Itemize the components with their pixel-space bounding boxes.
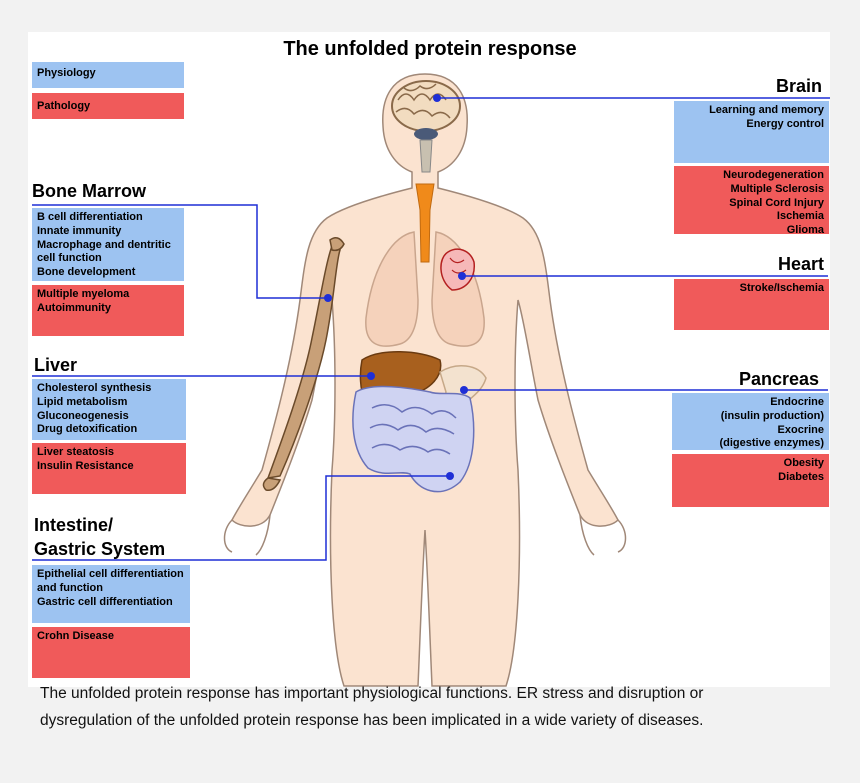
bone-marrow-dot: [324, 294, 332, 302]
pancreas-pathology-item: Diabetes: [778, 470, 824, 483]
brain-pathology-item: Glioma: [786, 224, 824, 237]
intestine-title-line2: Gastric System: [34, 539, 166, 559]
liver-pathology-item: Insulin Resistance: [37, 459, 134, 472]
pancreas-physiology-item: (digestive enzymes): [719, 437, 824, 450]
pancreas-physiology: Endocrine (insulin production) Exocrine …: [672, 393, 829, 450]
pancreas-physiology-item: (insulin production): [720, 409, 824, 422]
heart-pathology-item: Stroke/Ischemia: [739, 282, 824, 294]
pancreas-physiology-item: Exocrine: [777, 423, 824, 436]
brain-physiology-item: Learning and memory: [709, 104, 824, 116]
brain-title: Brain: [776, 76, 823, 96]
intestine-physiology-item: Gastric cell differentiation: [37, 595, 173, 608]
pancreas-physiology-item: Endocrine: [770, 396, 824, 408]
intestine-title-line1: Intestine/: [34, 515, 114, 535]
liver-pathology-item: Liver steatosis: [37, 446, 115, 458]
brain-pathology-item: Neurodegeneration: [723, 169, 824, 181]
liver-physiology-item: Lipid metabolism: [37, 395, 128, 408]
liver-physiology-item: Gluconeogenesis: [37, 409, 129, 422]
legend-pathology-label: Pathology: [37, 100, 91, 112]
bone-marrow-physiology: B cell differentiation Innate immunity M…: [32, 208, 184, 281]
heart-pathology: Stroke/Ischemia: [674, 279, 829, 330]
bone-icon: [262, 237, 345, 492]
brain-icon: [391, 80, 461, 140]
heart-title: Heart: [778, 254, 825, 274]
heart-dot: [458, 272, 466, 280]
caption-line-2: dysregulation of the unfolded protein re…: [40, 712, 704, 729]
intestine-dot: [446, 472, 454, 480]
intestine-connector: [32, 475, 450, 561]
intestine-pathology-item: Crohn Disease: [37, 630, 115, 642]
liver-physiology-item: Cholesterol synthesis: [37, 382, 152, 394]
pancreas-pathology: Obesity Diabetes: [672, 454, 829, 507]
liver-physiology: Cholesterol synthesis Lipid metabolism G…: [32, 379, 186, 440]
bone-marrow-pathology: Multiple myeloma Autoimmunity: [32, 285, 184, 336]
brain-pathology: Neurodegeneration Multiple Sclerosis Spi…: [674, 166, 829, 236]
caption-line-1: The unfolded protein response has import…: [40, 685, 704, 702]
brain-pathology-item: Multiple Sclerosis: [730, 182, 824, 195]
spinal-cord-icon: [419, 139, 433, 173]
intestine-physiology-item: and function: [37, 581, 103, 594]
liver-dot: [367, 372, 375, 380]
bone-marrow-physiology-item: cell function: [37, 252, 102, 265]
brain-pathology-item: Spinal Cord Injury: [729, 196, 824, 209]
connector-lines: [32, 97, 830, 561]
bone-marrow-physiology-item: B cell differentiation: [37, 211, 143, 223]
bone-marrow-connector: [32, 204, 328, 299]
liver-physiology-item: Drug detoxification: [37, 423, 138, 436]
pancreas-pathology-item: Obesity: [783, 457, 824, 469]
legend-physiology-label: Physiology: [37, 67, 96, 79]
bone-marrow-pathology-item: Autoimmunity: [37, 301, 111, 314]
bone-marrow-physiology-item: Bone development: [37, 266, 136, 279]
pancreas-dot: [460, 386, 468, 394]
bone-marrow-title: Bone Marrow: [32, 181, 147, 201]
liver-title: Liver: [34, 355, 78, 375]
intestine-pathology: Crohn Disease: [32, 627, 190, 678]
page-title: The unfolded protein response: [283, 38, 577, 60]
intestine-icon: [352, 385, 475, 493]
bone-marrow-pathology-item: Multiple myeloma: [37, 288, 130, 300]
connector-dots: [324, 94, 468, 480]
legend-physiology: Physiology: [32, 62, 184, 88]
legend-pathology: Pathology: [32, 93, 184, 119]
bone-marrow-physiology-item: Macrophage and dentritic: [37, 238, 171, 251]
intestine-physiology: Epithelial cell differentiation and func…: [32, 565, 190, 623]
brain-physiology: Learning and memory Energy control: [674, 101, 829, 163]
intestine-physiology-item: Epithelial cell differentiation: [37, 568, 184, 580]
bone-marrow-physiology-item: Innate immunity: [37, 224, 122, 237]
brain-dot: [433, 94, 441, 102]
brain-pathology-item: Ischemia: [776, 210, 824, 223]
brain-physiology-item: Energy control: [746, 117, 824, 130]
pancreas-title: Pancreas: [739, 369, 820, 389]
liver-pathology: Liver steatosis Insulin Resistance: [32, 443, 186, 494]
esophagus-icon: [415, 183, 435, 263]
heart-icon: [440, 248, 475, 291]
